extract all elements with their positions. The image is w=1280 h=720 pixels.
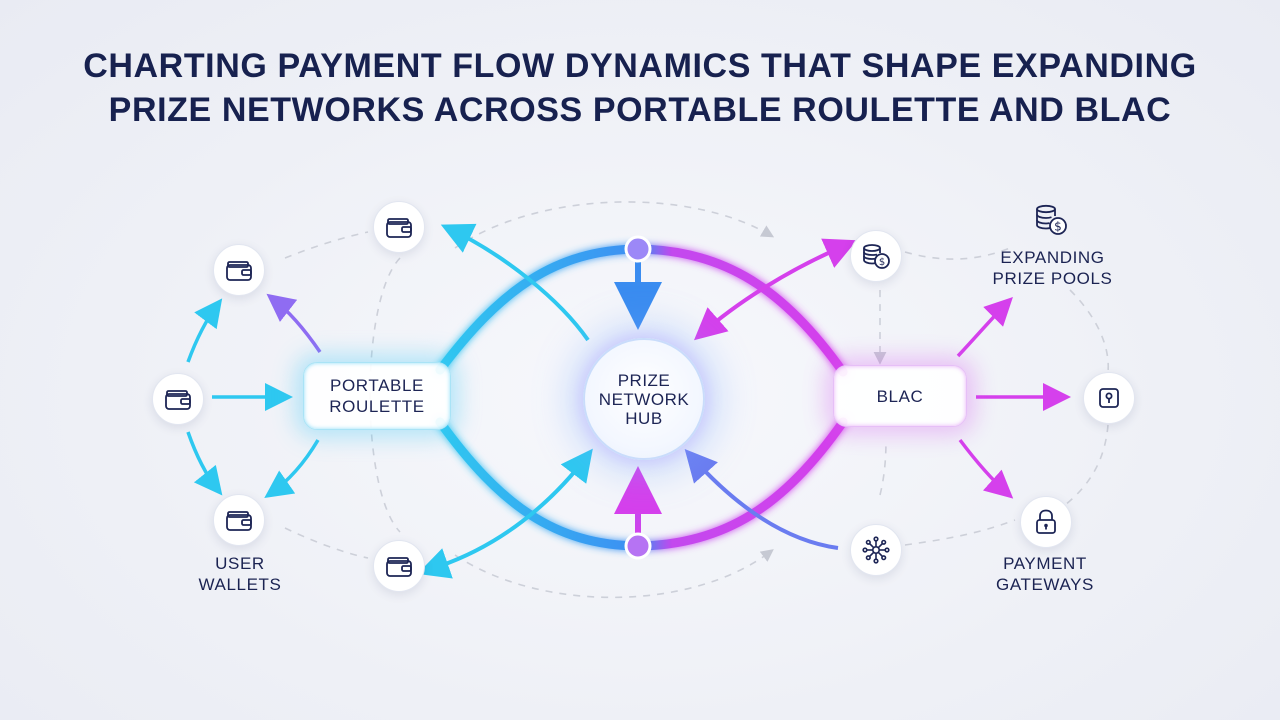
dashed-outer-right-b [1064,424,1109,506]
arrow-bottom-wallet-hub [417,448,593,579]
wallet-node-top-left [213,244,265,296]
svg-text:$: $ [879,257,885,268]
user-wallets-label: USER WALLETS [180,553,300,595]
coin-stack-icon: $ [1036,204,1067,235]
blac-node: BLAC [833,365,967,427]
wallet-node-top-inner [373,201,425,253]
arrow-wallet-to-bottom-wallet [186,431,223,496]
dashed-left-top [284,231,369,259]
bottom-junction-dot [624,532,652,560]
wallet-icon [165,390,191,410]
padlock-icon [1036,509,1056,534]
wallet-node-bottom-left [213,494,265,546]
wallet-icon [386,557,412,577]
arrow-roulette-to-top-wallet [266,293,322,353]
keyhole-icon [1099,388,1119,408]
expanding-prize-pools-label: EXPANDING PRIZE POOLS [975,247,1130,289]
wallet-icon [226,511,252,531]
diagram-title: CHARTING PAYMENT FLOW DYNAMICS THAT SHAP… [0,44,1280,132]
hub-line-3: HUB [625,408,663,428]
padlock-node [1020,496,1072,548]
title-line-1: CHARTING PAYMENT FLOW DYNAMICS THAT SHAP… [83,47,1197,85]
arrow-blac-to-gateways [958,438,1014,499]
blac-label: BLAC [876,386,924,406]
coins-node: $ [850,230,902,282]
svg-text:$: $ [1054,220,1062,234]
wallet-node-middle-left [152,373,204,425]
dashed-right-bottom [904,519,1016,546]
prize-pools-line-1: EXPANDING [1000,248,1105,267]
arrow-hub-to-top-wallet [440,223,590,342]
dashed-bottom-arc [454,549,774,599]
arrow-coins-hub [693,238,857,341]
user-wallets-line-2: WALLETS [198,575,282,594]
network-node [850,524,902,576]
hub-line-1: PRIZE [617,370,671,390]
arrow-wallet-to-top-wallet [186,298,223,363]
wallet-icon [226,261,252,281]
title-line-2: PRIZE NETWORKS ACROSS PORTABLE ROULETTE … [108,91,1172,129]
payment-gateways-line-1: PAYMENT [1003,554,1087,573]
wallet-icon [386,218,412,238]
prize-pool-icon-wrap: $ [1032,203,1072,239]
coin-stack-icon: $ [863,244,890,269]
dashed-top-arc [454,201,775,249]
network-node-icon [862,536,890,564]
dashed-right-inner-b [879,439,887,496]
dashed-outer-right [1069,289,1110,373]
portable-roulette-line-1: PORTABLE [330,376,424,395]
arrow-roulette-to-bottom-wallet [264,439,320,499]
payment-gateways-label: PAYMENT GATEWAYS [975,553,1115,595]
wallet-node-bottom-inner [373,540,425,592]
arrow-network-to-hub [684,449,839,550]
prize-pools-line-2: PRIZE POOLS [992,269,1113,288]
hub-line-2: NETWORK [598,389,690,409]
prize-network-hub: PRIZE NETWORK HUB [583,338,705,460]
top-junction-dot [624,235,652,263]
dashed-left-bottom [284,527,369,559]
keyhole-node [1083,372,1135,424]
arrow-blac-to-prize-pools [956,297,1013,358]
portable-roulette-node: PORTABLE ROULETTE [303,362,451,430]
user-wallets-line-1: USER [215,554,265,573]
payment-gateways-line-2: GATEWAYS [996,575,1094,594]
portable-roulette-line-2: ROULETTE [329,397,425,416]
